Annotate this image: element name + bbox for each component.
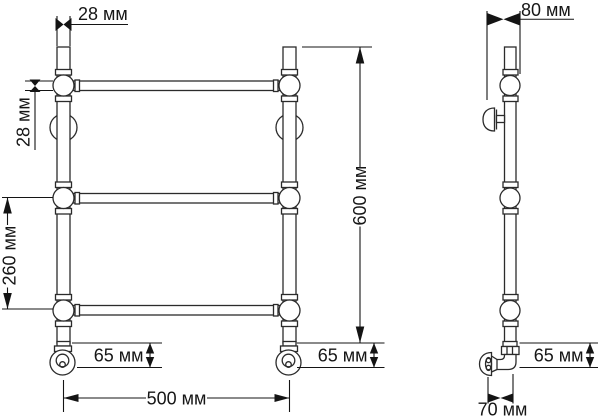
dim-label-side-foot: 65 мм — [534, 346, 584, 366]
dim-width: 500 мм — [62, 380, 291, 412]
riser-collars — [54, 68, 299, 328]
elbow-pipe — [496, 353, 517, 371]
ball-joint — [499, 187, 521, 209]
ball-joint — [52, 299, 75, 322]
dim-label-width: 500 мм — [147, 389, 207, 409]
foot-right — [275, 340, 302, 376]
dim-foot-inner: 65 мм — [72, 342, 162, 369]
dim-label-depth: 80 мм — [521, 0, 571, 20]
dim-label-height: 600 мм — [350, 166, 370, 226]
dim-foot-outer: 65 мм — [297, 343, 385, 369]
elbow-ring — [502, 340, 518, 348]
side-ball-joints — [499, 74, 521, 322]
dim-wall-offset: 70 мм — [478, 374, 528, 418]
wall-bracket-upper — [482, 107, 506, 132]
ball-joint — [278, 186, 301, 210]
dim-bar-spacing: 260 мм — [0, 196, 53, 310]
dim-label-bar-spacing: 260 мм — [0, 226, 20, 286]
dim-bar-diameter: 28 мм — [14, 79, 53, 150]
elbow-nut — [500, 345, 520, 356]
ball-joint — [278, 74, 301, 97]
ball-joint — [52, 186, 75, 210]
dim-height: 600 мм — [297, 46, 385, 344]
dim-depth: 80 мм — [486, 0, 574, 100]
dim-label-wall-offset: 70 мм — [478, 400, 528, 418]
crossbar-middle — [69, 192, 284, 204]
dim-side-foot: 65 мм — [519, 342, 598, 369]
ball-joint — [499, 299, 521, 322]
side-view — [478, 46, 521, 377]
ball-joints — [52, 74, 301, 322]
front-view — [49, 46, 304, 376]
side-riser-collars — [502, 68, 519, 328]
dim-tube-width: 28 мм — [55, 4, 128, 46]
dim-label-bar-diameter: 28 мм — [14, 97, 34, 147]
crossbar-bottom — [69, 304, 284, 316]
ball-joint — [278, 299, 301, 322]
dim-label-foot-outer: 65 мм — [318, 346, 368, 366]
dim-label-tube-width: 28 мм — [78, 4, 128, 24]
dim-label-foot-inner: 65 мм — [94, 346, 144, 366]
ball-joint — [499, 74, 521, 97]
crossbar-collars — [74, 79, 279, 317]
ball-joint — [52, 74, 75, 97]
foot-left — [49, 340, 76, 376]
wall-connection-bottom — [478, 340, 520, 377]
crossbar-top — [69, 80, 284, 92]
